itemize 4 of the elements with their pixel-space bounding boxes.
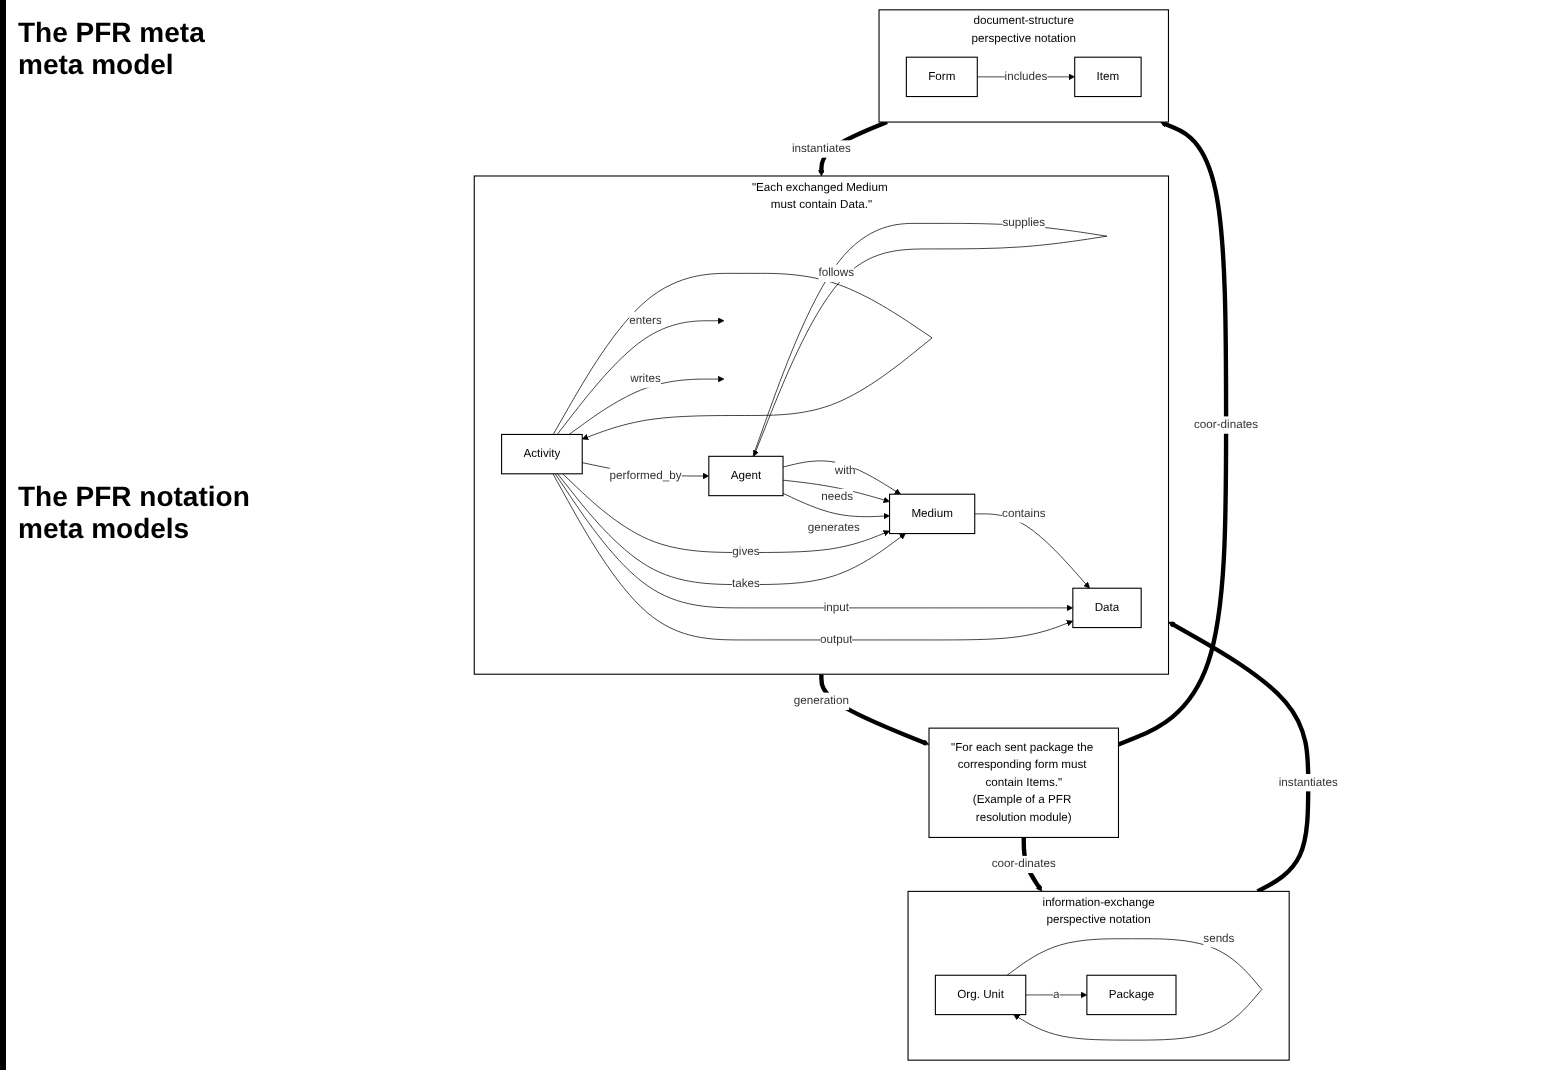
arrow bbox=[1168, 621, 1311, 894]
arrow bbox=[1117, 121, 1229, 747]
section-heading: The PFR notation meta models bbox=[18, 480, 252, 544]
section-heading: The PFR meta meta model bbox=[18, 16, 207, 80]
